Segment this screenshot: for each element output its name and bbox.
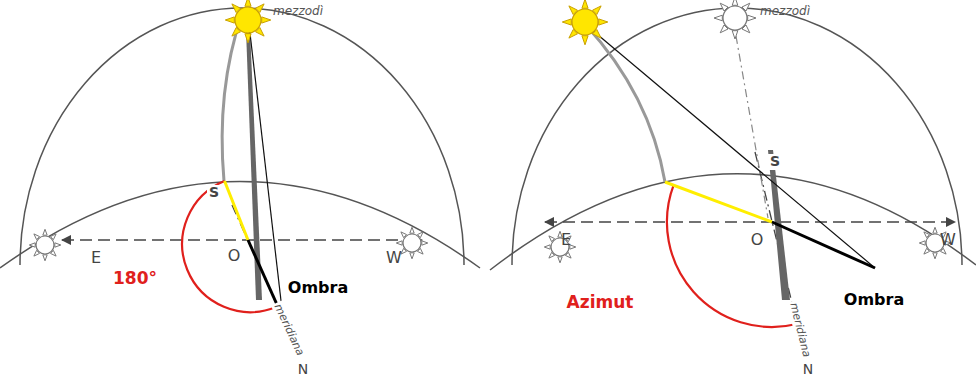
line-label: meridiana <box>271 300 307 359</box>
cardinal-point: N <box>298 362 308 377</box>
origin-label: O <box>228 247 241 265</box>
angle-label: Azimut <box>567 293 634 312</box>
line-label: meridiana <box>787 300 813 361</box>
cardinal-point: W <box>386 249 402 267</box>
cardinal-point: S <box>768 154 782 169</box>
sun-position-label: mezzodì <box>760 5 810 18</box>
cardinal-point: S <box>207 185 221 200</box>
cardinal-point: W <box>940 231 956 249</box>
cardinal-point: N <box>803 362 813 377</box>
sun-symbol <box>225 0 270 43</box>
sun-symbol <box>714 0 756 39</box>
sun-symbol <box>544 231 576 262</box>
sun-symbol <box>562 0 608 45</box>
shadow-label: Ombra <box>844 291 904 309</box>
shadow-label: Ombra <box>288 279 348 297</box>
angle-label: 180° <box>113 269 157 288</box>
sun-symbol <box>29 229 61 260</box>
origin-label: O <box>751 231 764 249</box>
sun-position-label: mezzodì <box>273 5 323 18</box>
cardinal-point: E <box>561 231 571 249</box>
cardinal-point: E <box>91 249 101 267</box>
